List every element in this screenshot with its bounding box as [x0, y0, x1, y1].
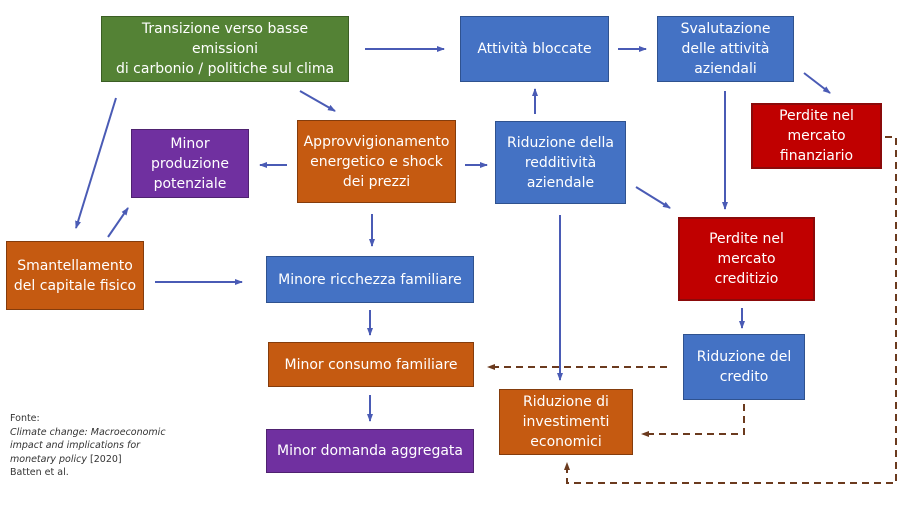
node-lower-aggregate-demand: Minor domanda aggregata — [266, 429, 474, 473]
arrow-profitability-to-credit-losses — [635, 186, 671, 209]
node-asset-devaluation: Svalutazione delle attività aziendali — [657, 16, 794, 82]
source-authors: Batten et al. — [10, 467, 69, 478]
node-lower-profitability: Riduzione della redditività aziendale — [495, 121, 626, 204]
node-lower-potential-output: Minor produzione potenziale — [131, 129, 249, 198]
node-credit-market-losses: Perdite nel mercato creditizio — [678, 217, 815, 301]
source-label: Fonte: — [10, 413, 40, 424]
arrow-capital-to-potential-output — [107, 207, 129, 238]
arrow-transition-to-capital-dismantling — [75, 97, 117, 229]
node-energy-supply-shock: Approvvigionamento energetico e shock de… — [297, 120, 456, 203]
source-year: [2020] — [87, 453, 122, 465]
arrow-devaluation-to-financial-losses — [803, 72, 831, 94]
node-transition: Transizione verso basse emissioni di car… — [101, 16, 349, 82]
node-lower-household-wealth: Minore ricchezza familiare — [266, 256, 474, 303]
node-financial-market-losses: Perdite nel mercato finanziario — [751, 103, 882, 169]
arrow-transition-to-energy-shock — [299, 90, 336, 112]
node-credit-reduction: Riduzione del credito — [683, 334, 805, 400]
dashed-arrow-credit-to-investment — [641, 404, 745, 437]
source-citation: Fonte: Climate change: Macroeconomic imp… — [10, 412, 166, 480]
source-title-line3: monetary policy — [10, 453, 87, 465]
source-title-line2: impact and implications for — [10, 440, 141, 451]
node-capital-dismantling: Smantellamento del capitale fisico — [6, 241, 144, 310]
node-lower-household-consumption: Minor consumo familiare — [268, 342, 474, 387]
source-title-line1: Climate change: Macroeconomic — [10, 426, 166, 438]
node-stranded-assets: Attività bloccate — [460, 16, 609, 82]
node-investment-reduction: Riduzione di investimenti economici — [499, 389, 633, 455]
